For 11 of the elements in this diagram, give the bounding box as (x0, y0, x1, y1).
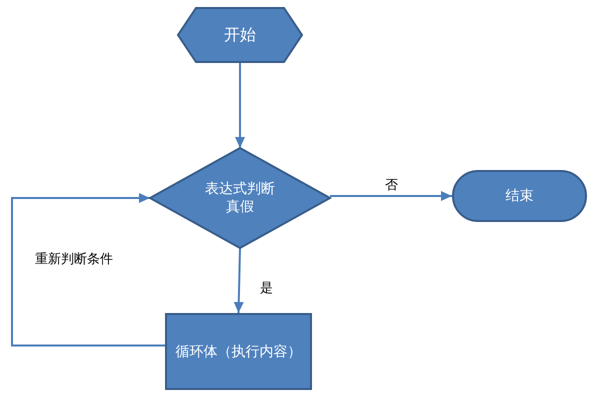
edge-label: 重新判断条件 (33, 250, 115, 268)
process-box: 循环体（执行内容） (165, 313, 312, 390)
edge-label: 是 (258, 278, 275, 296)
arrow (11, 193, 165, 346)
start-hexagon: 开始 (178, 8, 302, 62)
arrow (234, 248, 244, 314)
arrow (235, 62, 245, 148)
end-terminal: 结束 (452, 170, 587, 222)
arrow (330, 191, 452, 201)
edge-label: 否 (383, 176, 400, 194)
decision-diamond: 表达式判断真假 (150, 148, 330, 248)
